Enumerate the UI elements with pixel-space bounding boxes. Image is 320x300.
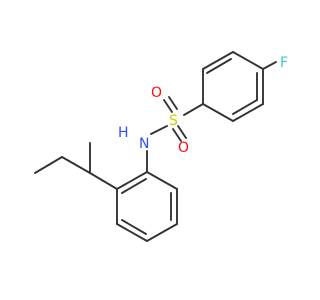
bond-ring-top-left-inner bbox=[206, 58, 232, 74]
oxygen-atom-label-lower: O bbox=[178, 140, 189, 156]
sec-butyl-group bbox=[34, 142, 118, 190]
fluorophenyl-ring bbox=[202, 51, 264, 122]
bond-ring-bottom-right bbox=[232, 103, 264, 122]
bond-ring-to-s bbox=[183, 103, 204, 116]
oxygen-atom-label-upper: O bbox=[151, 85, 162, 101]
bond-ring-to-ch bbox=[89, 172, 118, 190]
bond-ch-ethyl bbox=[61, 156, 91, 174]
bond-ring2-bottom-left bbox=[116, 223, 148, 242]
bond-s-o-upper-b bbox=[168, 96, 178, 110]
bond-ring2-bottom-right bbox=[146, 223, 178, 242]
bond-ring-top bbox=[232, 51, 264, 70]
sulfur-atom-label: S bbox=[169, 113, 178, 129]
bond-s-o-lower-b bbox=[177, 125, 187, 139]
bond-s-n bbox=[150, 125, 168, 135]
bond-ring-top-left bbox=[202, 51, 234, 70]
bond-c-f bbox=[262, 61, 277, 70]
bond-ring-bottom-left bbox=[202, 103, 234, 122]
hydrogen-atom-label: H bbox=[118, 125, 129, 141]
bond-ethyl-methyl bbox=[34, 156, 63, 174]
bond-ring2-bottom-left-inner bbox=[121, 219, 147, 235]
bond-s-o-upper-a bbox=[163, 99, 173, 113]
nitrogen-atom-label: N bbox=[139, 136, 149, 152]
bond-ring-bottom-right-inner bbox=[232, 99, 258, 115]
molecule-structure-diagram: F S O O H N bbox=[34, 51, 288, 242]
bond-ring2-top-left bbox=[116, 171, 148, 190]
bond-ring2-top-right bbox=[146, 171, 178, 190]
bond-s-o-lower-a bbox=[172, 128, 182, 142]
bond-ring2-top-left-inner bbox=[121, 178, 147, 194]
phenyl-ring bbox=[116, 171, 178, 242]
fluorine-atom-label: F bbox=[280, 55, 288, 71]
